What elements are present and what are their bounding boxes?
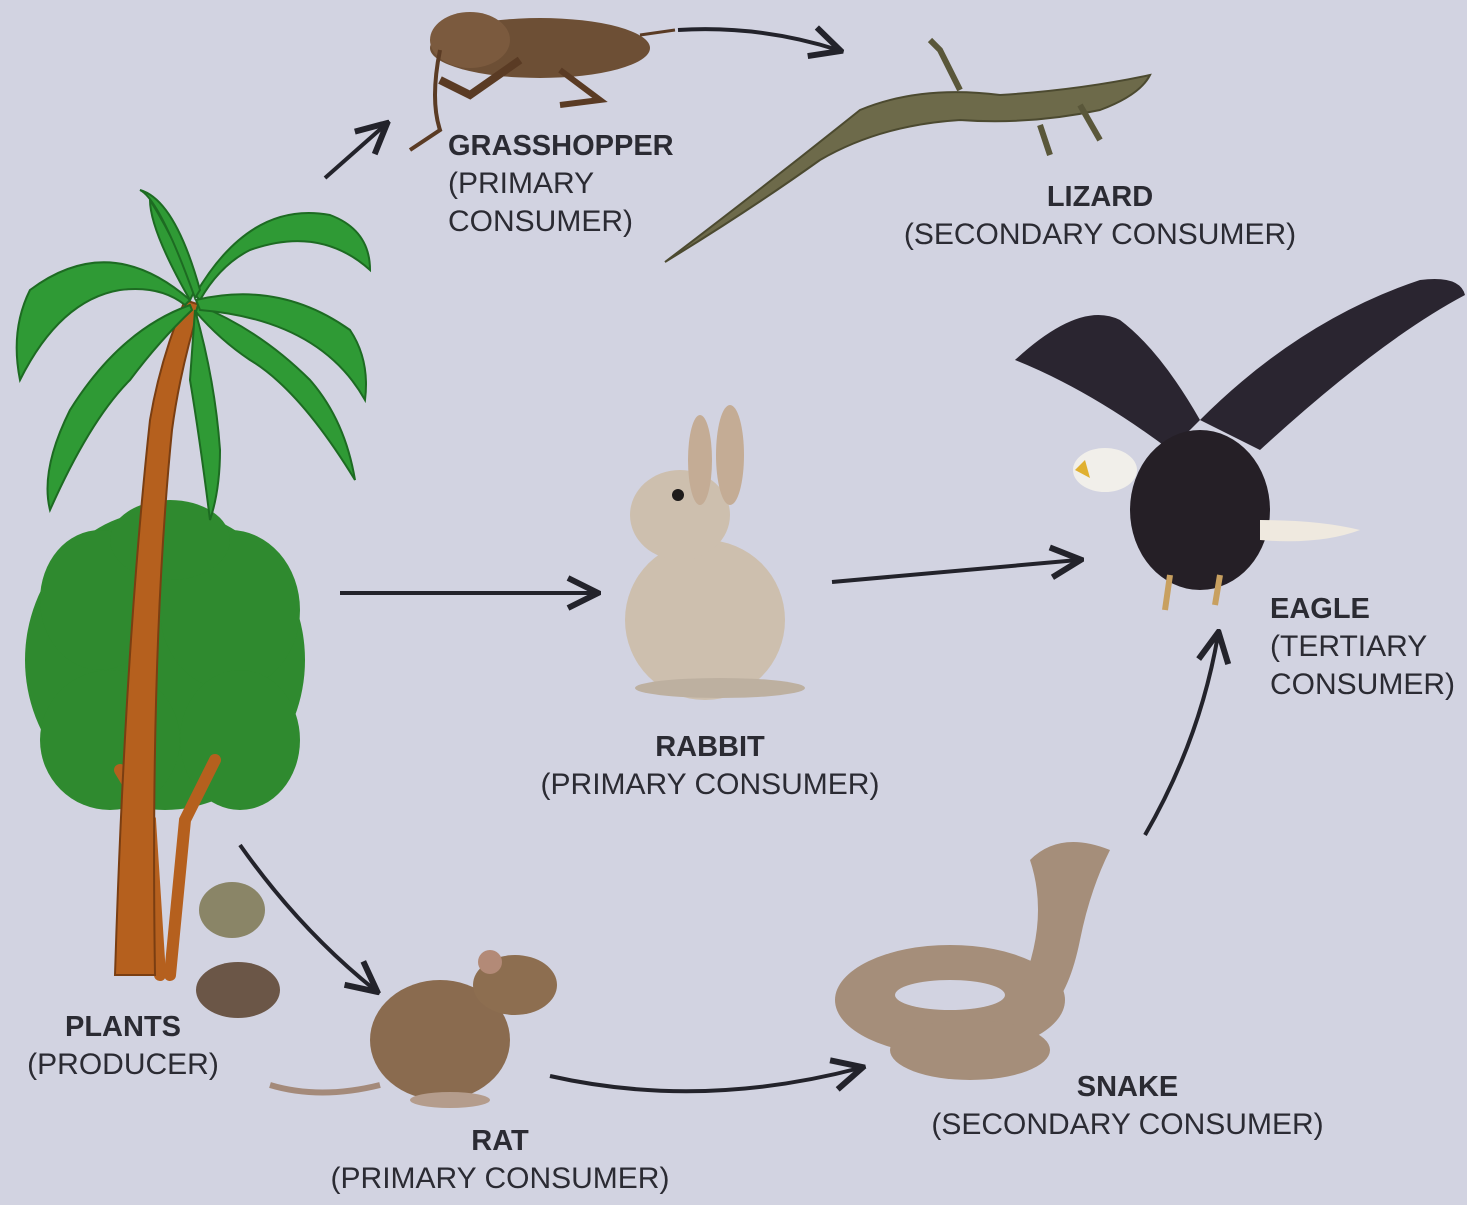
palm-leaves-icon: [17, 190, 370, 520]
lizard-label: LIZARD (SECONDARY CONSUMER): [880, 178, 1320, 254]
lizard-name: LIZARD: [880, 178, 1320, 216]
arrow-snake-to-eagle: [1145, 635, 1218, 835]
arrow-grasshopper-to-lizard: [678, 29, 838, 50]
arrow-rat-to-snake: [550, 1068, 860, 1091]
plants-illustration: [17, 190, 370, 1018]
lizard-role: (SECONDARY CONSUMER): [880, 216, 1320, 254]
rabbit-name: RABBIT: [505, 728, 915, 766]
grasshopper-name: GRASSHOPPER: [448, 127, 674, 165]
bush-icon: [25, 500, 305, 810]
grasshopper-role-line1: (PRIMARY: [448, 165, 674, 203]
rat-label: RAT (PRIMARY CONSUMER): [295, 1122, 705, 1198]
rat-role: (PRIMARY CONSUMER): [295, 1160, 705, 1198]
eagle-role-line1: (TERTIARY: [1270, 628, 1455, 666]
rat-illustration: [270, 950, 557, 1108]
eagle-role-line2: CONSUMER): [1270, 666, 1455, 704]
snake-role: (SECONDARY CONSUMER): [905, 1106, 1350, 1144]
rabbit-role: (PRIMARY CONSUMER): [505, 766, 915, 804]
plants-label: PLANTS (PRODUCER): [8, 1008, 238, 1084]
eagle-label: EAGLE (TERTIARY CONSUMER): [1270, 590, 1455, 704]
snake-illustration: [835, 842, 1110, 1080]
plants-role: (PRODUCER): [8, 1046, 238, 1084]
grasshopper-label: GRASSHOPPER (PRIMARY CONSUMER): [448, 127, 674, 241]
seeds-icon: [196, 882, 280, 1018]
snake-label: SNAKE (SECONDARY CONSUMER): [905, 1068, 1350, 1144]
rabbit-label: RABBIT (PRIMARY CONSUMER): [505, 728, 915, 804]
arrow-plants-to-grasshopper: [325, 125, 385, 178]
eagle-name: EAGLE: [1270, 590, 1455, 628]
grasshopper-role-line2: CONSUMER): [448, 203, 674, 241]
rabbit-illustration: [625, 405, 805, 700]
arrow-rabbit-to-eagle: [832, 560, 1078, 582]
snake-name: SNAKE: [905, 1068, 1350, 1106]
eagle-illustration: [1015, 279, 1465, 610]
plants-name: PLANTS: [8, 1008, 238, 1046]
rat-name: RAT: [295, 1122, 705, 1160]
